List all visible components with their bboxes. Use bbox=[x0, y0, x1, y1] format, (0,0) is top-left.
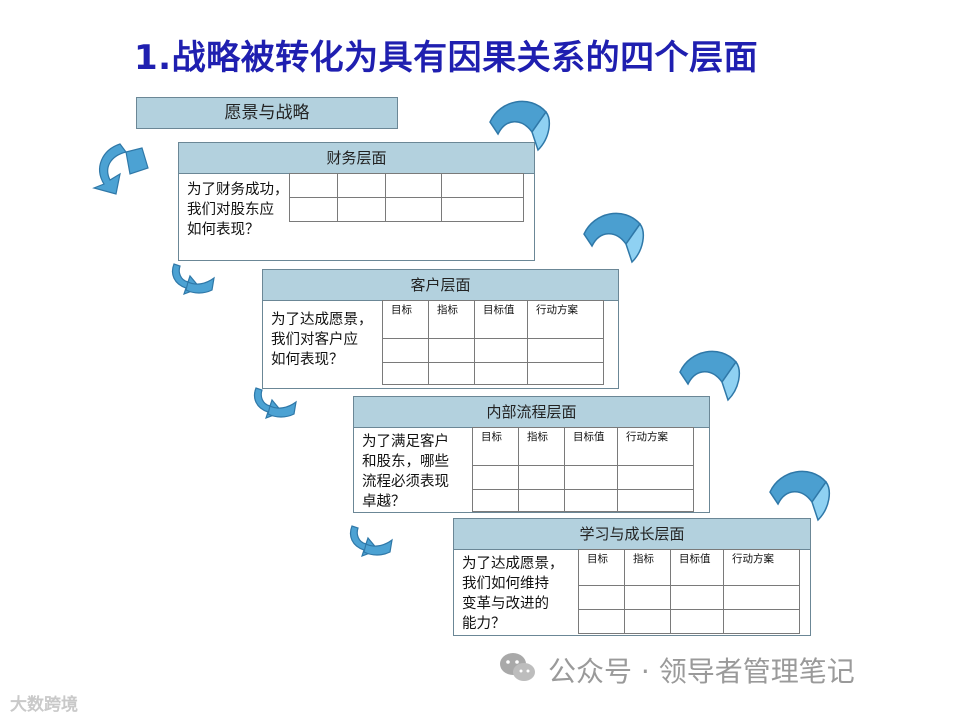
table-cell bbox=[723, 609, 800, 634]
measure-table: 目标 指标 目标值 行动方案 bbox=[578, 549, 800, 634]
table-cell bbox=[382, 338, 429, 363]
panel-header: 学习与成长层面 bbox=[454, 519, 810, 550]
table-header-cell: 指标 bbox=[624, 549, 671, 586]
table-cell bbox=[474, 338, 528, 363]
measure-table: 目标 指标 目标值 行动方案 bbox=[472, 427, 694, 512]
table-row bbox=[289, 197, 524, 222]
table-cell bbox=[564, 489, 618, 512]
panel-question: 为了满足客户 和股东，哪些 流程必须表现 卓越？ bbox=[362, 434, 449, 510]
table-cell bbox=[441, 197, 524, 222]
table-cell bbox=[670, 609, 724, 634]
panel-learning-growth: 学习与成长层面 为了达成愿景， 我们如何维持 变革与改进的 能力？ 目标 指标 … bbox=[453, 518, 811, 636]
table-cell bbox=[385, 197, 442, 222]
table-cell bbox=[518, 465, 565, 490]
panel-header: 内部流程层面 bbox=[354, 397, 709, 428]
table-cell bbox=[474, 362, 528, 385]
table-row bbox=[578, 609, 800, 634]
measure-table bbox=[289, 173, 524, 222]
panel-question: 为了财务成功， 我们对股东应 如何表现？ bbox=[187, 182, 289, 238]
curved-arrow-icon bbox=[769, 470, 831, 522]
table-row bbox=[382, 362, 604, 385]
table-header-cell: 目标 bbox=[578, 549, 625, 586]
table-header-cell: 指标 bbox=[518, 427, 565, 466]
curved-arrow-icon bbox=[349, 525, 393, 558]
curved-arrow-icon bbox=[583, 212, 645, 264]
table-cell bbox=[527, 338, 604, 363]
table-row bbox=[472, 465, 694, 490]
corner-logo: 大数跨境 bbox=[10, 695, 78, 715]
table-row bbox=[472, 489, 694, 512]
panel-customer: 客户层面 为了达成愿景， 我们对客户应 如何表现？ 目标 指标 目标值 行动方案 bbox=[262, 269, 619, 389]
table-cell bbox=[337, 197, 386, 222]
table-row bbox=[382, 338, 604, 363]
table-cell bbox=[289, 173, 338, 198]
table-cell bbox=[382, 362, 429, 385]
panel-internal-process: 内部流程层面 为了满足客户 和股东，哪些 流程必须表现 卓越？ 目标 指标 目标… bbox=[353, 396, 710, 513]
table-cell bbox=[527, 362, 604, 385]
table-row bbox=[289, 173, 524, 198]
curved-arrow-icon bbox=[253, 387, 297, 420]
table-cell bbox=[472, 465, 519, 490]
table-cell bbox=[578, 585, 625, 610]
table-cell bbox=[624, 609, 671, 634]
table-header-cell: 行动方案 bbox=[527, 300, 604, 339]
panel-header: 财务层面 bbox=[179, 143, 534, 174]
table-header-cell: 目标值 bbox=[564, 427, 618, 466]
table-row bbox=[578, 585, 800, 610]
measure-table: 目标 指标 目标值 行动方案 bbox=[382, 300, 604, 385]
watermark-text: 公众号 · 领导者管理笔记 bbox=[548, 655, 855, 688]
table-cell bbox=[337, 173, 386, 198]
table-cell bbox=[564, 465, 618, 490]
table-cell bbox=[670, 585, 724, 610]
table-cell bbox=[428, 338, 475, 363]
table-header-cell: 目标 bbox=[472, 427, 519, 466]
table-cell bbox=[617, 465, 694, 490]
table-cell bbox=[428, 362, 475, 385]
table-header-cell: 目标 bbox=[382, 300, 429, 339]
vision-strategy-box: 愿景与战略 bbox=[136, 97, 398, 129]
curved-arrow-icon bbox=[489, 100, 551, 152]
panel-header: 客户层面 bbox=[263, 270, 618, 301]
curved-arrow-icon bbox=[679, 350, 741, 402]
panel-question: 为了达成愿景， 我们对客户应 如何表现？ bbox=[271, 312, 373, 368]
wechat-icon bbox=[500, 653, 535, 681]
table-row: 目标 指标 目标值 行动方案 bbox=[472, 427, 694, 466]
panel-finance: 财务层面 为了财务成功， 我们对股东应 如何表现？ bbox=[178, 142, 535, 261]
curved-arrow-icon bbox=[92, 143, 149, 195]
table-cell bbox=[472, 489, 519, 512]
table-header-cell: 行动方案 bbox=[723, 549, 800, 586]
table-row: 目标 指标 目标值 行动方案 bbox=[578, 549, 800, 586]
table-cell bbox=[518, 489, 565, 512]
table-row: 目标 指标 目标值 行动方案 bbox=[382, 300, 604, 339]
table-cell bbox=[441, 173, 524, 198]
curved-arrow-icon bbox=[171, 263, 215, 296]
table-cell bbox=[385, 173, 442, 198]
table-cell bbox=[578, 609, 625, 634]
table-header-cell: 行动方案 bbox=[617, 427, 694, 466]
table-cell bbox=[289, 197, 338, 222]
table-cell bbox=[624, 585, 671, 610]
table-header-cell: 指标 bbox=[428, 300, 475, 339]
table-cell bbox=[723, 585, 800, 610]
page-title: 1.战略被转化为具有因果关系的四个层面 bbox=[134, 38, 759, 78]
table-cell bbox=[617, 489, 694, 512]
table-header-cell: 目标值 bbox=[670, 549, 724, 586]
panel-question: 为了达成愿景， 我们如何维持 变革与改进的 能力？ bbox=[462, 556, 564, 632]
table-header-cell: 目标值 bbox=[474, 300, 528, 339]
